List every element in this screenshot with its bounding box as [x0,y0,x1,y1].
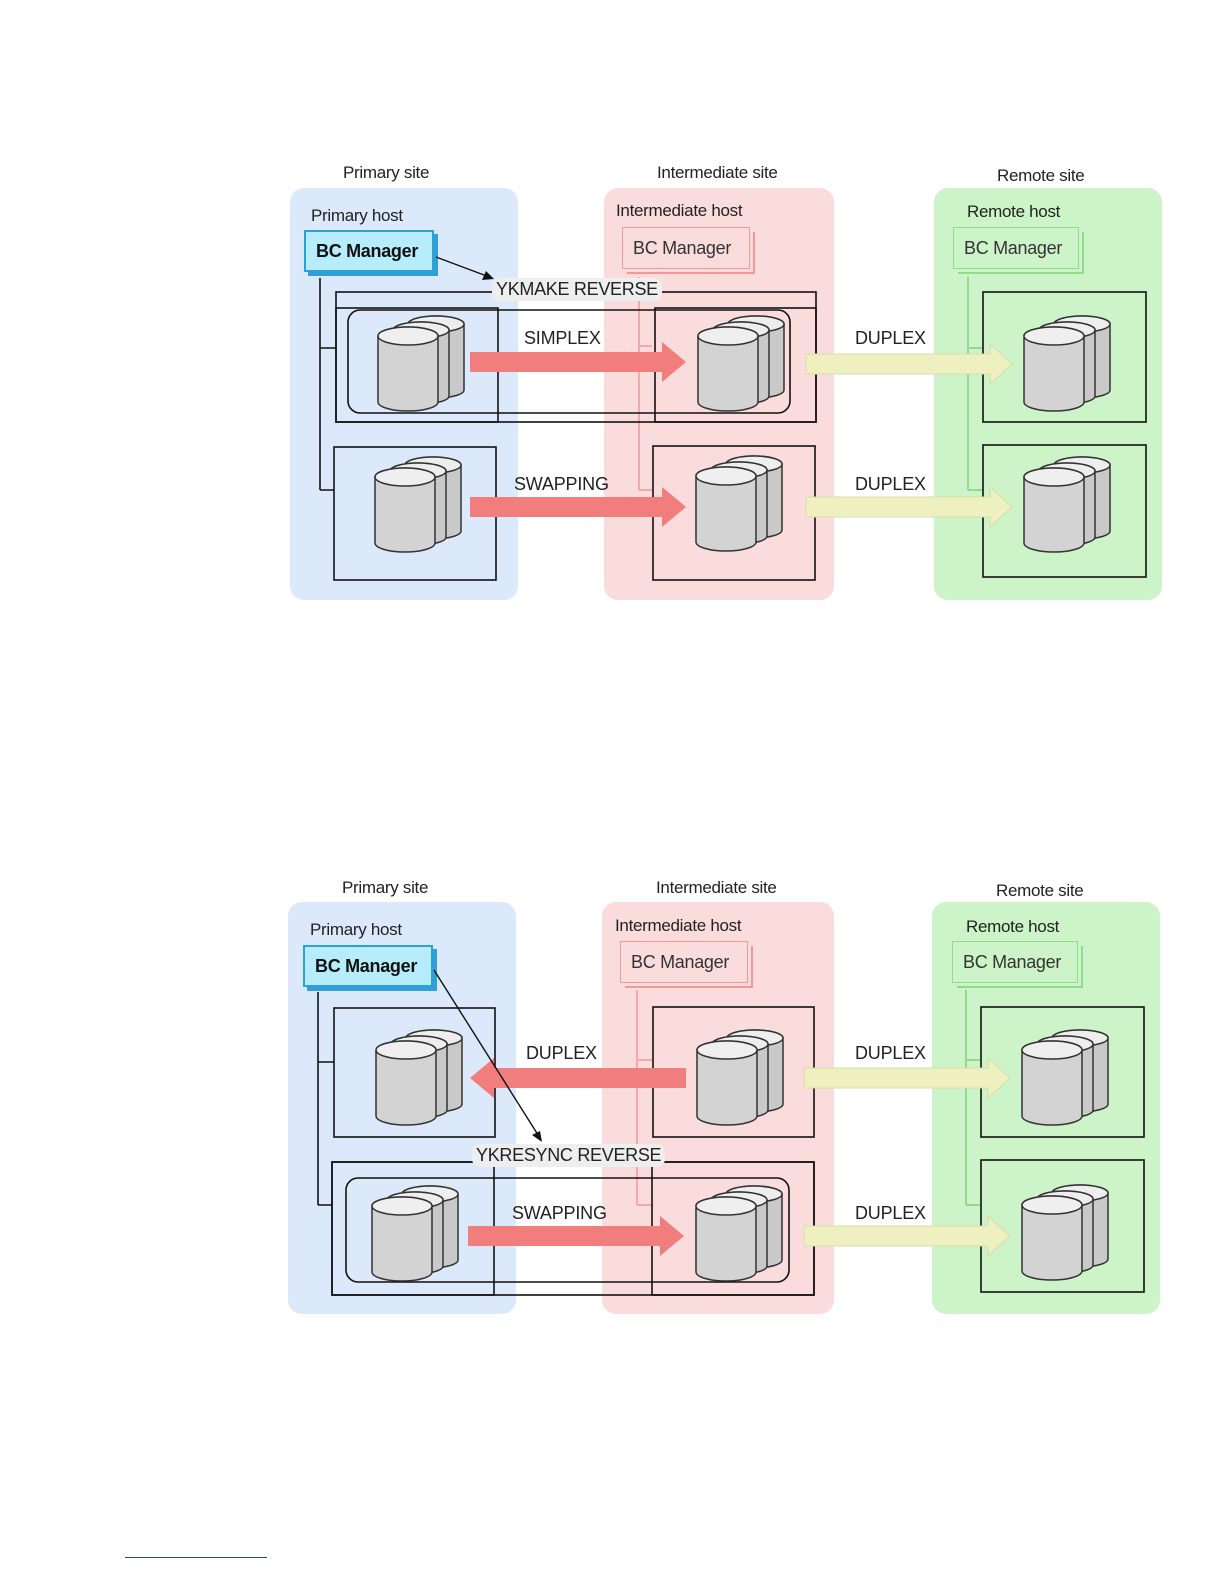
yellow-arrow-pair-1 [803,1056,1011,1100]
figure-ykresync-reverse: Primary site Intermediate site Remote si… [288,878,1160,1314]
primary-host-connector [319,278,336,491]
disk-stack-primary-2 [371,1185,459,1282]
disk-stack-intermediate-1 [696,1029,784,1126]
remote-bc-manager: BC Manager [952,941,1078,983]
pair-1-right-state: DUPLEX [855,1043,926,1063]
pair-2-left-state: SWAPPING [512,1203,607,1223]
red-arrow-pair-2 [470,487,686,527]
red-arrow-pair-2 [468,1216,684,1256]
red-arrow-pair-1 [470,1058,686,1098]
remote-connector-lines [967,277,982,491]
command-label: YKRESYNC REVERSE [472,1144,666,1167]
primary-host-label: Primary host [310,920,402,939]
command-pointer [433,969,542,1142]
remote-connector-lines [965,990,980,1206]
figure-2-drawing [317,969,1145,1296]
intermediate-bc-manager: BC Manager [620,941,748,983]
yellow-arrow-pair-2 [803,1214,1011,1258]
remote-host-label: Remote host [966,917,1060,936]
pair-group-frame [345,1177,790,1283]
disk-stack-remote-1 [1021,1029,1109,1126]
primary-host-label: Primary host [311,206,403,225]
intermediate-host-label: Intermediate host [615,916,742,935]
primary-host-connector [317,992,334,1206]
pair-2-left-state: SWAPPING [514,474,609,494]
footer-link-underline [125,1557,267,1558]
pair-group-frame [347,309,791,414]
intermediate-bc-manager: BC Manager [622,227,750,269]
command-label: YKMAKE REVERSE [492,278,662,301]
primary-site-title: Primary site [342,878,429,897]
figure-ykmake-reverse: Primary site Intermediate site Remote si… [0,0,1224,700]
remote-bc-manager: BC Manager [953,227,1079,269]
pair-1-right-state: DUPLEX [855,328,926,348]
primary-bc-manager: BC Manager [304,230,434,272]
primary-site-title: Primary site [343,163,430,182]
disk-stack-intermediate-2 [695,1185,783,1282]
pair-2-right-state: DUPLEX [855,474,926,494]
yellow-arrow-pair-1 [805,342,1013,386]
disk-stack-primary-1 [375,1029,463,1126]
command-pointer [435,256,494,280]
intermediate-connector-lines [636,990,652,1206]
pair-1-left-state: SIMPLEX [524,328,601,348]
intermediate-connector-lines [638,277,652,491]
disk-stack-remote-2 [1021,1184,1109,1281]
pair-2-right-state: DUPLEX [855,1203,926,1223]
pair-1-left-state: DUPLEX [526,1043,597,1063]
intermediate-site-title: Intermediate site [656,878,777,897]
primary-bc-manager: BC Manager [303,945,433,987]
intermediate-host-label: Intermediate host [616,201,743,220]
intermediate-site-title: Intermediate site [657,163,778,182]
yellow-arrow-pair-2 [805,485,1013,529]
remote-site-title: Remote site [996,881,1084,900]
remote-site-title: Remote site [997,166,1085,185]
red-arrow-pair-1 [470,342,686,382]
remote-host-label: Remote host [967,202,1061,221]
